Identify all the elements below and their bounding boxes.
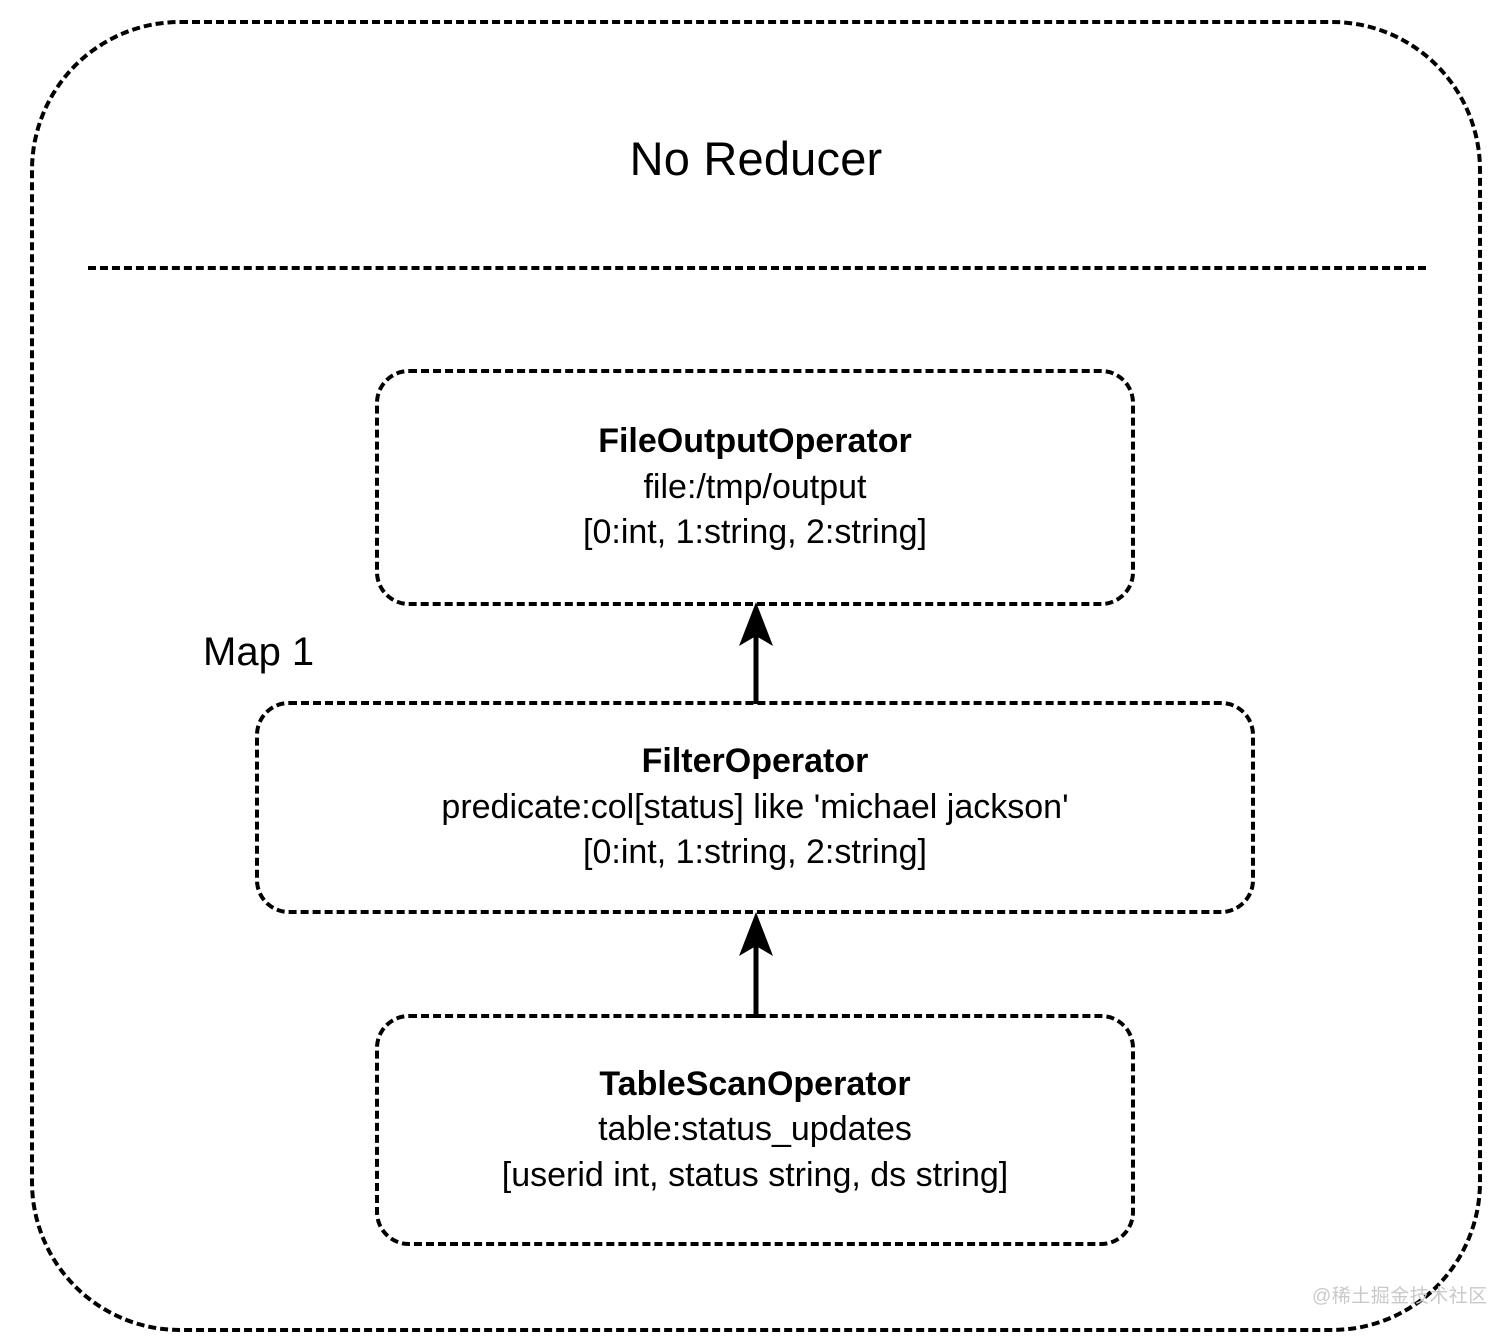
stage-label-map-1: Map 1 bbox=[203, 630, 315, 674]
node-table-scan-operator[interactable]: TableScanOperator table:status_updates [… bbox=[375, 1014, 1135, 1246]
arrow-filter-to-file-output bbox=[739, 602, 773, 704]
node-detail: predicate:col[status] like 'michael jack… bbox=[441, 787, 1069, 826]
node-title: TableScanOperator bbox=[599, 1064, 911, 1103]
no-reducer-container bbox=[30, 20, 1482, 1332]
page-title: No Reducer bbox=[629, 132, 883, 185]
watermark: @稀土掘金技术社区 bbox=[1312, 1286, 1488, 1307]
node-schema: [0:int, 1:string, 2:string] bbox=[583, 513, 927, 552]
node-file-output-operator[interactable]: FileOutputOperator file:/tmp/output [0:i… bbox=[375, 369, 1135, 606]
node-detail: table:status_updates bbox=[598, 1110, 912, 1149]
node-schema: [0:int, 1:string, 2:string] bbox=[583, 833, 927, 872]
node-filter-operator[interactable]: FilterOperator predicate:col[status] lik… bbox=[255, 701, 1255, 914]
node-schema: [userid int, status string, ds string] bbox=[501, 1155, 1009, 1194]
node-title: FileOutputOperator bbox=[598, 422, 912, 461]
arrow-table-scan-to-filter bbox=[739, 912, 773, 1018]
node-detail: file:/tmp/output bbox=[643, 467, 867, 506]
header-divider bbox=[88, 266, 1426, 270]
node-title: FilterOperator bbox=[641, 742, 869, 781]
